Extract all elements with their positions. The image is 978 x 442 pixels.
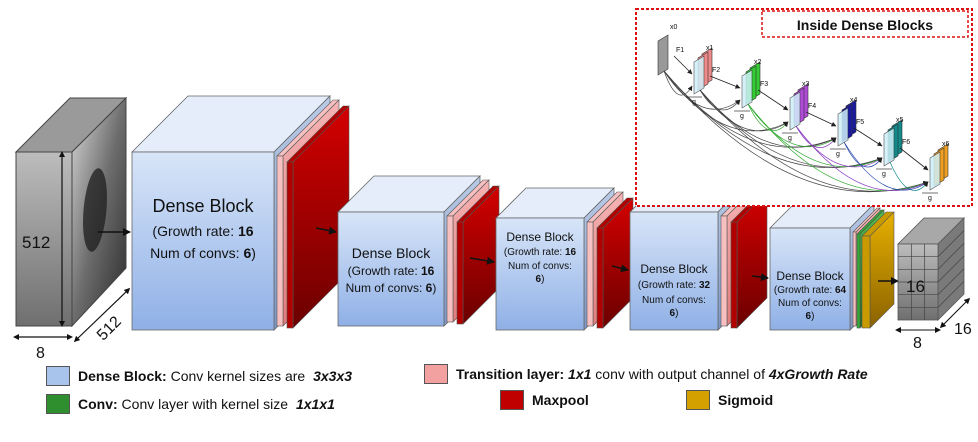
inset-x-label: x4: [850, 97, 858, 104]
dense-block-growth-1: (Growth rate: 16: [152, 223, 253, 239]
inset-feature-map-6: x6 g: [922, 141, 950, 202]
dense-block-convs-value-3: 6): [536, 274, 545, 285]
arrow-4: [751, 273, 769, 282]
legend-dense-swatch: [46, 366, 70, 386]
inset-feature-map-4: x4 g F5: [830, 97, 883, 158]
dense-block-convs-2: Num of convs: 6): [346, 281, 437, 295]
legend: Dense Block: Conv kernel sizes are 3x3x3…: [0, 362, 978, 442]
dense-block-growth-3: (Growth rate: 16: [504, 247, 577, 258]
legend-sigmoid: Sigmoid: [686, 390, 773, 410]
dense-connection: [699, 89, 929, 192]
dense-connection: [795, 125, 929, 191]
legend-maxpool-swatch: [500, 390, 524, 410]
maxpool-layer-1: [286, 105, 350, 329]
dense-block-convs-value-4: 6): [670, 308, 679, 319]
arrow-3: [611, 264, 629, 273]
dense-connection: [889, 161, 929, 191]
inset-g-label: g: [836, 151, 840, 158]
legend-maxpool: Maxpool: [500, 390, 589, 410]
maxpool-layer-3: [596, 197, 634, 329]
inset-f-label: F1: [676, 47, 684, 54]
output-height-label: 16: [906, 277, 925, 296]
legend-conv: Conv: Conv layer with kernel size 1x1x1: [46, 394, 335, 414]
legend-conv-swatch: [46, 394, 70, 414]
dense-block-title-5: Dense Block: [776, 269, 844, 283]
inset-feature-map-3: x3 g F4: [782, 81, 837, 142]
dense-block-convs-4: Num of convs:: [642, 295, 706, 306]
legend-transition-swatch: [424, 364, 448, 384]
dense-connection: [795, 125, 837, 148]
inset-title: Inside Dense Blocks: [797, 17, 933, 33]
sigmoid-layer: [861, 211, 895, 329]
dense-block-growth-2: (Growth rate: 16: [348, 264, 435, 278]
dense-connection: [747, 103, 789, 132]
inset-f-label: F2: [712, 67, 720, 74]
inset-g-label: g: [788, 135, 792, 142]
dense-connection: [747, 103, 929, 191]
dense-connection: [663, 70, 741, 110]
arrow-2: [469, 256, 495, 265]
dense-connection: [699, 89, 789, 132]
inset-f-label: F5: [856, 119, 864, 126]
input-volume: 512 512 8: [13, 96, 131, 362]
inset-g-label: g: [740, 113, 744, 120]
inset-x-label: x3: [802, 81, 810, 88]
legend-transition: Transition layer: 1x1 conv with output c…: [424, 364, 868, 384]
dense-block-title-4: Dense Block: [640, 262, 708, 276]
dense-block-convs-3: Num of convs:: [508, 261, 572, 272]
dense-connection: [699, 89, 741, 111]
legend-dense-block: Dense Block: Conv kernel sizes are 3x3x3: [46, 366, 352, 386]
input-width-label: 8: [36, 345, 45, 362]
dense-block-convs-1: Num of convs: 6): [150, 245, 256, 261]
dense-block-title-3: Dense Block: [506, 230, 574, 244]
dense-connection: [843, 141, 929, 191]
inset-x-label: x1: [706, 45, 714, 52]
inset-x-label: x0: [670, 24, 678, 31]
dense-block-convs-value-5: 6): [806, 311, 815, 322]
inset-f-label: F6: [902, 139, 910, 146]
inset-x-label: x2: [754, 59, 762, 66]
inset-g-label: g: [692, 99, 696, 106]
arrow-1: [315, 226, 337, 235]
inset-feature-map-1: x1 g F2: [686, 45, 741, 106]
inset-f-label: F3: [760, 81, 768, 88]
inset-x-label: x5: [896, 117, 904, 124]
output-width-label: 8: [913, 335, 922, 352]
inset-feature-map-2: x2 g F3: [734, 59, 789, 120]
dense-block-growth-5: (Growth rate: 64: [774, 285, 847, 296]
dense-connection: [663, 70, 789, 132]
dense-connection: [843, 141, 883, 168]
dense-block-title-2: Dense Block: [352, 245, 432, 261]
dense-connection: [663, 70, 693, 96]
dense-block-growth-4: (Growth rate: 32: [638, 280, 711, 291]
inset-f-label: F4: [808, 103, 816, 110]
dense-connection: [747, 103, 837, 147]
dense-block-title-1: Dense Block: [152, 196, 254, 216]
inset-g-label: g: [882, 171, 886, 178]
dense-block-convs-5: Num of convs:: [778, 298, 842, 309]
output-volume: 16 16 8: [895, 217, 972, 352]
output-depth-label: 16: [954, 321, 972, 338]
legend-sigmoid-swatch: [686, 390, 710, 410]
input-height-label: 512: [22, 233, 50, 252]
inset-feature-map-5: x5 g F6: [876, 117, 929, 178]
inset-x-label: x6: [942, 141, 950, 148]
inset-g-label: g: [928, 195, 932, 202]
